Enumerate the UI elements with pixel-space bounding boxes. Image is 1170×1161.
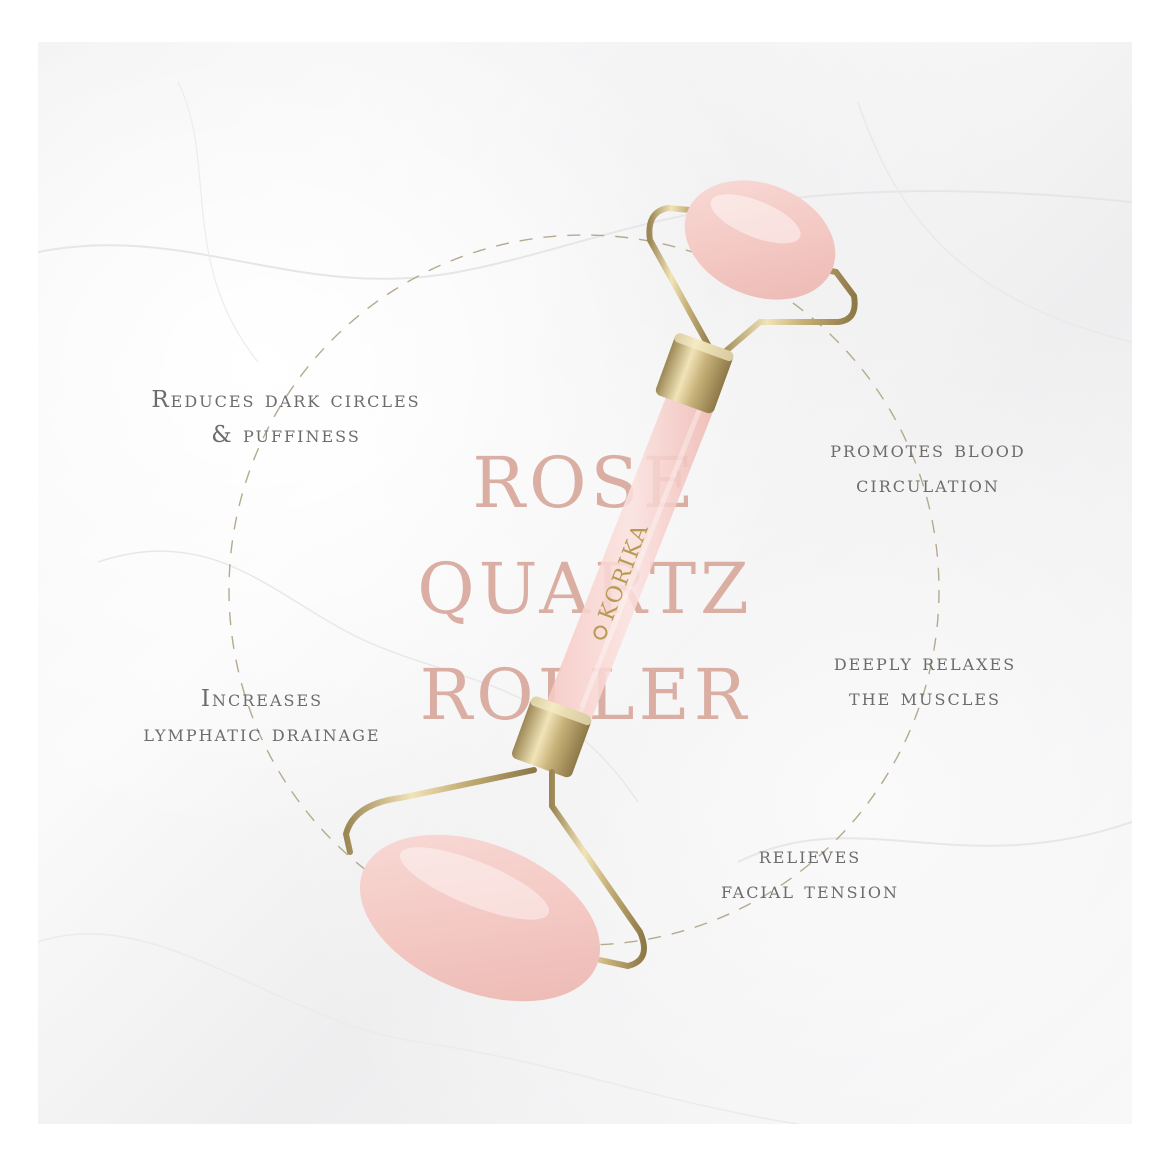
benefit-lymphatic-line-2: lymphatic drainage: [143, 721, 381, 747]
marble-veins: [38, 81, 1132, 1124]
benefit-facial-line-1: relieves: [758, 843, 862, 869]
benefit-dark-circles-line-1: Reduces dark circles: [151, 387, 421, 413]
benefit-dark-circles-line-2: & puffiness: [211, 422, 361, 448]
benefit-lymphatic-drainage: Increases lymphatic drainage: [80, 682, 444, 752]
korika-leaf-icon: [593, 625, 608, 640]
bottom-frame: [342, 767, 647, 970]
top-frame: [646, 204, 858, 359]
benefit-blood-line-1: promotes blood: [830, 437, 1026, 463]
benefit-dark-circles: Reduces dark circles & puffiness: [96, 383, 476, 453]
benefit-relax-line-1: deeply relaxes: [833, 650, 1017, 676]
top-collar: [655, 332, 734, 414]
bottom-collar: [511, 696, 592, 778]
benefit-facial-line-2: facial tension: [720, 878, 900, 904]
benefit-blood-circulation: promotes blood circulation: [780, 433, 1076, 503]
top-roller-stone: [684, 180, 836, 300]
benefit-facial-tension: relieves facial tension: [670, 839, 950, 909]
handle: [546, 392, 716, 718]
benefit-blood-line-2: circulation: [856, 472, 1000, 498]
benefit-relax-line-2: the muscles: [849, 685, 1001, 711]
benefit-lymphatic-line-1: Increases: [200, 686, 324, 712]
benefit-relaxes-muscles: deeply relaxes the muscles: [790, 646, 1060, 716]
bottom-roller-stone: [359, 834, 601, 1002]
